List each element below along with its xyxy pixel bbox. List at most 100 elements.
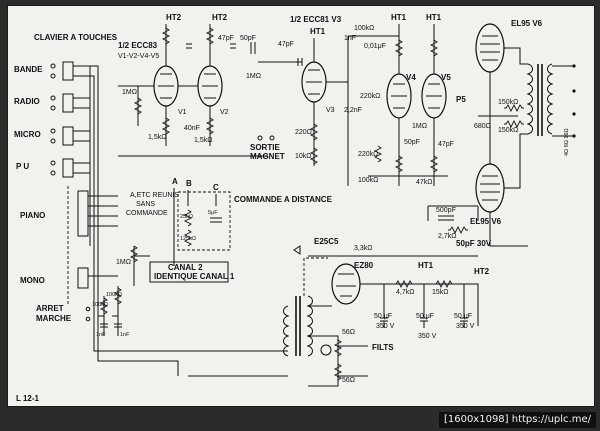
svg-text:A: A bbox=[172, 177, 178, 186]
tube-electrodes bbox=[426, 83, 442, 109]
input-item-pu[interactable]: P U bbox=[16, 158, 74, 178]
tube-electrodes bbox=[480, 175, 500, 201]
input-item-radio[interactable]: RADIO bbox=[14, 93, 74, 113]
output-transformer bbox=[504, 47, 576, 189]
v4-resistor-label: 100kΩ bbox=[354, 25, 374, 32]
svg-text:V2: V2 bbox=[220, 109, 229, 116]
svg-text:ARRET: ARRET bbox=[36, 304, 64, 313]
tube-electrodes bbox=[480, 35, 500, 61]
speaker-tap-icon bbox=[572, 89, 576, 93]
v3-cathode-resistor-label: 220Ω bbox=[295, 129, 312, 136]
tube-v6-top: EL95 V6 bbox=[475, 19, 543, 73]
jack-icon bbox=[50, 95, 56, 101]
input-item-micro[interactable]: MICRO bbox=[14, 126, 74, 146]
v3-wiring bbox=[258, 38, 348, 166]
remote-cap-label: 5μF bbox=[208, 210, 218, 216]
svg-text:EZ80: EZ80 bbox=[354, 261, 374, 270]
resistor-icon bbox=[394, 39, 404, 57]
input-item-mono[interactable]: MONO bbox=[20, 267, 89, 289]
el95-bias-wiring bbox=[478, 72, 528, 247]
tube-electrodes bbox=[202, 73, 218, 99]
resistor-icon bbox=[504, 103, 524, 113]
resistor-icon bbox=[161, 27, 171, 45]
filter-cap-3-label: 50 μF bbox=[454, 313, 472, 320]
v2-coupling-cap-label-b: 47pF bbox=[218, 35, 234, 42]
input-filter bbox=[98, 286, 123, 336]
remote-box-outline bbox=[177, 191, 231, 251]
canal2-outline bbox=[149, 261, 229, 283]
filter-cap-label-b: 1nF bbox=[120, 332, 130, 338]
svg-text:MARCHE: MARCHE bbox=[36, 314, 72, 323]
filter-cap-1-label: 50 μF bbox=[374, 313, 392, 320]
resistor-icon bbox=[434, 279, 454, 289]
tone-cap-label: 500pF bbox=[436, 207, 456, 214]
input-item-piano[interactable]: PIANO bbox=[20, 190, 89, 237]
ht1-label-v3: HT1 bbox=[310, 27, 326, 36]
tube-v2: V2 bbox=[197, 65, 229, 116]
jack-icon bbox=[50, 160, 56, 166]
svg-text:P U: P U bbox=[16, 162, 29, 171]
nf-resistor-label: 150kΩ bbox=[498, 99, 518, 106]
svg-text:PIANO: PIANO bbox=[20, 211, 45, 220]
v2-output-resistor-label: 1MΩ bbox=[246, 73, 261, 80]
diode-icon bbox=[293, 245, 301, 255]
sortie-magnet-output[interactable]: SORTIE MAGNET bbox=[250, 135, 285, 161]
filter-cap-3-voltage: 350 V bbox=[456, 323, 475, 330]
resistor-icon bbox=[183, 229, 193, 247]
svg-text:IDENTIQUE CANAL 1: IDENTIQUE CANAL 1 bbox=[154, 272, 235, 281]
nf-resistor-label-b: 150kΩ bbox=[498, 127, 518, 134]
filter-cap-2-voltage: 350 V bbox=[418, 333, 437, 340]
resistor-icon bbox=[309, 147, 319, 165]
svg-text:B: B bbox=[186, 179, 192, 188]
resistor-icon bbox=[183, 209, 193, 227]
resistor-icon bbox=[113, 287, 123, 305]
v4-coupling-cap-label-b: 0,01μF bbox=[364, 43, 386, 50]
ht2-label-b: HT2 bbox=[212, 13, 228, 22]
resistor-icon bbox=[129, 245, 139, 263]
pilot-lamp-icon bbox=[320, 344, 332, 356]
ht1-label-v5: HT1 bbox=[426, 13, 442, 22]
switch-contact bbox=[62, 158, 74, 178]
supply-resistor-label: 3,3kΩ bbox=[354, 245, 372, 252]
capacitor-icon bbox=[230, 43, 236, 49]
ht1-label-v4: HT1 bbox=[391, 13, 407, 22]
resistor-icon bbox=[429, 39, 439, 57]
tone-resistor-label: 2,7kΩ bbox=[438, 233, 456, 240]
power-switch[interactable]: ARRET MARCHE bbox=[36, 304, 91, 323]
tone-network bbox=[427, 205, 479, 235]
selector-bus-wiring bbox=[67, 65, 188, 376]
svg-text:MONO: MONO bbox=[20, 276, 45, 285]
switch-contact bbox=[77, 267, 89, 289]
schematic-sheet: CLAVIER A TOUCHES BANDE RADIO MICRO P bbox=[7, 5, 595, 407]
v5-load-resistor-label: 47kΩ bbox=[416, 179, 433, 186]
resistor-icon bbox=[333, 339, 343, 357]
filaments-label: FILTS bbox=[372, 343, 394, 352]
v2-output-cap-label: 50pF bbox=[240, 35, 256, 42]
ecc83-label: 1/2 ECC83 bbox=[118, 41, 158, 50]
tube-electrodes bbox=[336, 273, 356, 297]
supply-resistor-label-b: 4,7kΩ bbox=[396, 289, 414, 296]
v3-input-cap-label: 47pF bbox=[278, 41, 294, 48]
filter-resistor-label: 100kΩ bbox=[92, 302, 108, 308]
resistor-icon bbox=[394, 155, 404, 173]
svg-text:SORTIE: SORTIE bbox=[250, 143, 280, 152]
filter-resistor-label-b: 100kΩ bbox=[106, 292, 122, 298]
tube-v1: V1 bbox=[153, 65, 187, 116]
svg-text:EL95 V6: EL95 V6 bbox=[470, 217, 502, 226]
filter-cap-1-voltage: 350 V bbox=[376, 323, 395, 330]
resistor-icon bbox=[205, 117, 215, 135]
v4-coupling-cap-label: 1nF bbox=[344, 35, 356, 42]
canal2-box: CANAL 2 IDENTIQUE CANAL 1 bbox=[129, 245, 235, 286]
v4-bias-resistor-label-b: 100kΩ bbox=[358, 177, 378, 184]
jack-icon bbox=[50, 63, 56, 69]
svg-text:V5: V5 bbox=[441, 73, 451, 82]
v4-v5-wiring bbox=[347, 24, 448, 186]
jack-icon bbox=[50, 105, 56, 111]
ht1-label-supply: HT1 bbox=[418, 261, 434, 270]
input-item-bande[interactable]: BANDE bbox=[14, 61, 74, 81]
heater-resistor-label-b: 56Ω bbox=[342, 377, 355, 384]
capacitor-icon bbox=[100, 323, 122, 328]
ht2-label-supply: HT2 bbox=[474, 267, 490, 276]
resistor-icon bbox=[205, 27, 215, 45]
